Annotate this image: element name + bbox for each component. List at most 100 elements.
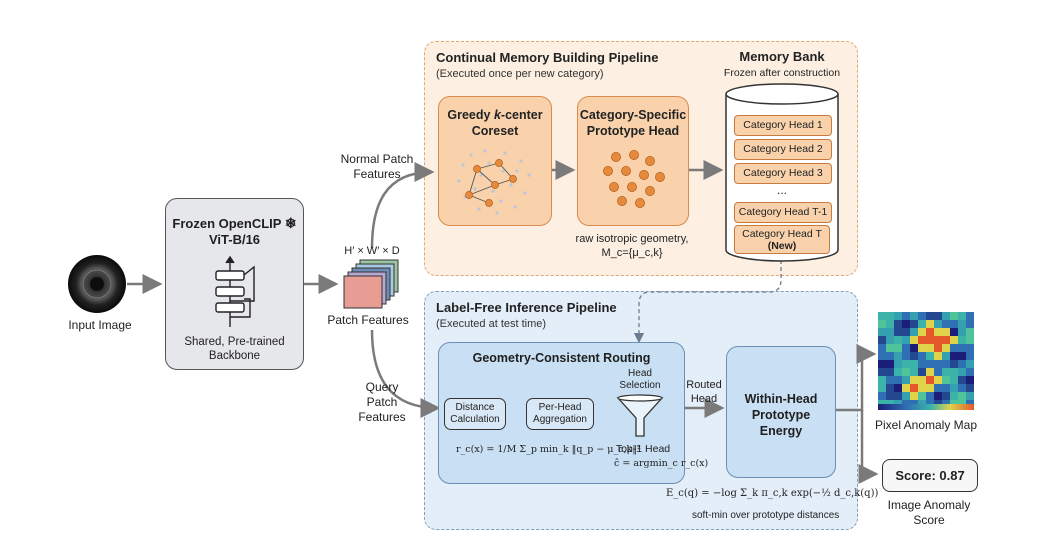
heatmap-cell xyxy=(934,360,942,368)
pixel-anomaly-heatmap xyxy=(878,312,974,408)
heatmap-cell xyxy=(902,384,910,392)
heatmap-cell xyxy=(910,376,918,384)
heatmap-cell xyxy=(878,312,886,320)
heatmap-cell xyxy=(918,328,926,336)
heatmap-cell xyxy=(886,344,894,352)
heatmap-cell xyxy=(958,384,966,392)
heatmap-cell xyxy=(894,320,902,328)
transformer-block-icon xyxy=(215,255,255,327)
category-head-t-minus-1: Category Head T-1 xyxy=(734,202,832,223)
category-head-2: Category Head 2 xyxy=(734,139,832,160)
arrow-energy-to-outputs xyxy=(835,344,877,412)
memory-bank-title: Memory Bank xyxy=(739,49,825,64)
arrow-normal-features xyxy=(370,162,435,249)
heatmap-cell xyxy=(902,360,910,368)
heatmap-colorbar xyxy=(878,404,974,410)
heatmap-cell xyxy=(886,320,894,328)
heatmap-cell xyxy=(958,328,966,336)
routing-score-formula: r_c(x) = 1/M Σ_p min_k ‖q_p − μ_c,k‖² xyxy=(456,444,641,455)
heatmap-cell xyxy=(878,392,886,400)
heatmap-cell xyxy=(918,368,926,376)
heatmap-cell xyxy=(942,336,950,344)
heatmap-cell xyxy=(902,392,910,400)
heatmap-cell xyxy=(926,368,934,376)
heatmap-cell xyxy=(894,312,902,320)
category-head-3: Category Head 3 xyxy=(734,163,832,184)
heatmap-cell xyxy=(942,352,950,360)
heatmap-cell xyxy=(894,336,902,344)
heatmap-cell xyxy=(894,376,902,384)
heatmap-cell xyxy=(950,344,958,352)
coreset-graph-icon xyxy=(457,149,531,215)
energy-caption: soft-min over prototype distances xyxy=(692,510,840,521)
heatmap-cell xyxy=(926,376,934,384)
memory-pipeline-subtitle: (Executed once per new category) xyxy=(436,68,604,80)
heatmap-cell xyxy=(942,312,950,320)
heatmap-cell xyxy=(910,344,918,352)
heatmap-cell xyxy=(886,352,894,360)
heatmap-cell xyxy=(950,368,958,376)
heatmap-cell xyxy=(910,352,918,360)
memory-pipeline-title: Continual Memory Building Pipeline xyxy=(436,50,659,65)
heatmap-cell xyxy=(942,392,950,400)
head-selection-label: Head Selection xyxy=(619,368,661,391)
input-image-label: Input Image xyxy=(68,318,132,332)
inference-pipeline-title: Label-Free Inference Pipeline xyxy=(436,300,617,315)
heatmap-cell xyxy=(926,312,934,320)
heatmap-cell xyxy=(894,344,902,352)
routed-head-label: Routed Head xyxy=(686,379,722,405)
heatmap-cell xyxy=(886,360,894,368)
heatmap-cell xyxy=(926,384,934,392)
prototype-energy-box: Within-Head Prototype Energy xyxy=(726,346,836,478)
heatmap-cell xyxy=(958,336,966,344)
heatmap-cell xyxy=(934,336,942,344)
heatmap-cell xyxy=(942,344,950,352)
heatmap-cell xyxy=(966,368,974,376)
heatmap-cell xyxy=(926,336,934,344)
heatmap-cell xyxy=(934,368,942,376)
heatmap-cell xyxy=(966,352,974,360)
heatmap-cell xyxy=(966,312,974,320)
heatmap-cell xyxy=(966,344,974,352)
heatmap-cell xyxy=(910,368,918,376)
heatmap-cell xyxy=(934,352,942,360)
argmin-formula: ĉ = argmin_c r_c(x) xyxy=(614,458,709,469)
heatmap-cell xyxy=(902,376,910,384)
heatmap-cell xyxy=(934,384,942,392)
memory-bank-subtitle: Frozen after construction xyxy=(723,67,841,79)
heatmap-cell xyxy=(902,320,910,328)
heatmap-cell xyxy=(942,328,950,336)
category-head-ellipsis: ... xyxy=(776,183,787,197)
heatmap-cell xyxy=(966,360,974,368)
heatmap-cell xyxy=(942,384,950,392)
heatmap-cell xyxy=(950,392,958,400)
heatmap-cell xyxy=(966,320,974,328)
heatmap-cell xyxy=(950,312,958,320)
heatmap-cell xyxy=(878,384,886,392)
heatmap-cell xyxy=(958,392,966,400)
arrow-query-features xyxy=(370,329,441,418)
heatmap-cell xyxy=(958,360,966,368)
heatmap-cell xyxy=(942,368,950,376)
heatmap-cell xyxy=(918,336,926,344)
heatmap-cell xyxy=(934,344,942,352)
heatmap-cell xyxy=(958,312,966,320)
heatmap-cell xyxy=(934,392,942,400)
heatmap-cell xyxy=(934,328,942,336)
heatmap-cell xyxy=(886,384,894,392)
frozen-backbone-box: Frozen OpenCLIP ❄ ViT-B/16 Shared, Pre-t… xyxy=(165,198,304,370)
backbone-model: ViT-B/16 xyxy=(208,232,261,247)
heatmap-cell xyxy=(950,384,958,392)
heatmap-cell xyxy=(958,352,966,360)
arrow-energy-to-score xyxy=(858,410,879,484)
heatmap-cell xyxy=(910,384,918,392)
heatmap-cell xyxy=(878,376,886,384)
prototype-head-box: Category-Specific Prototype Head xyxy=(577,96,689,226)
heatmap-cell xyxy=(894,328,902,336)
heatmap-cell xyxy=(878,328,886,336)
heatmap-cell xyxy=(902,368,910,376)
heatmap-cell xyxy=(966,384,974,392)
heatmap-cell xyxy=(918,360,926,368)
